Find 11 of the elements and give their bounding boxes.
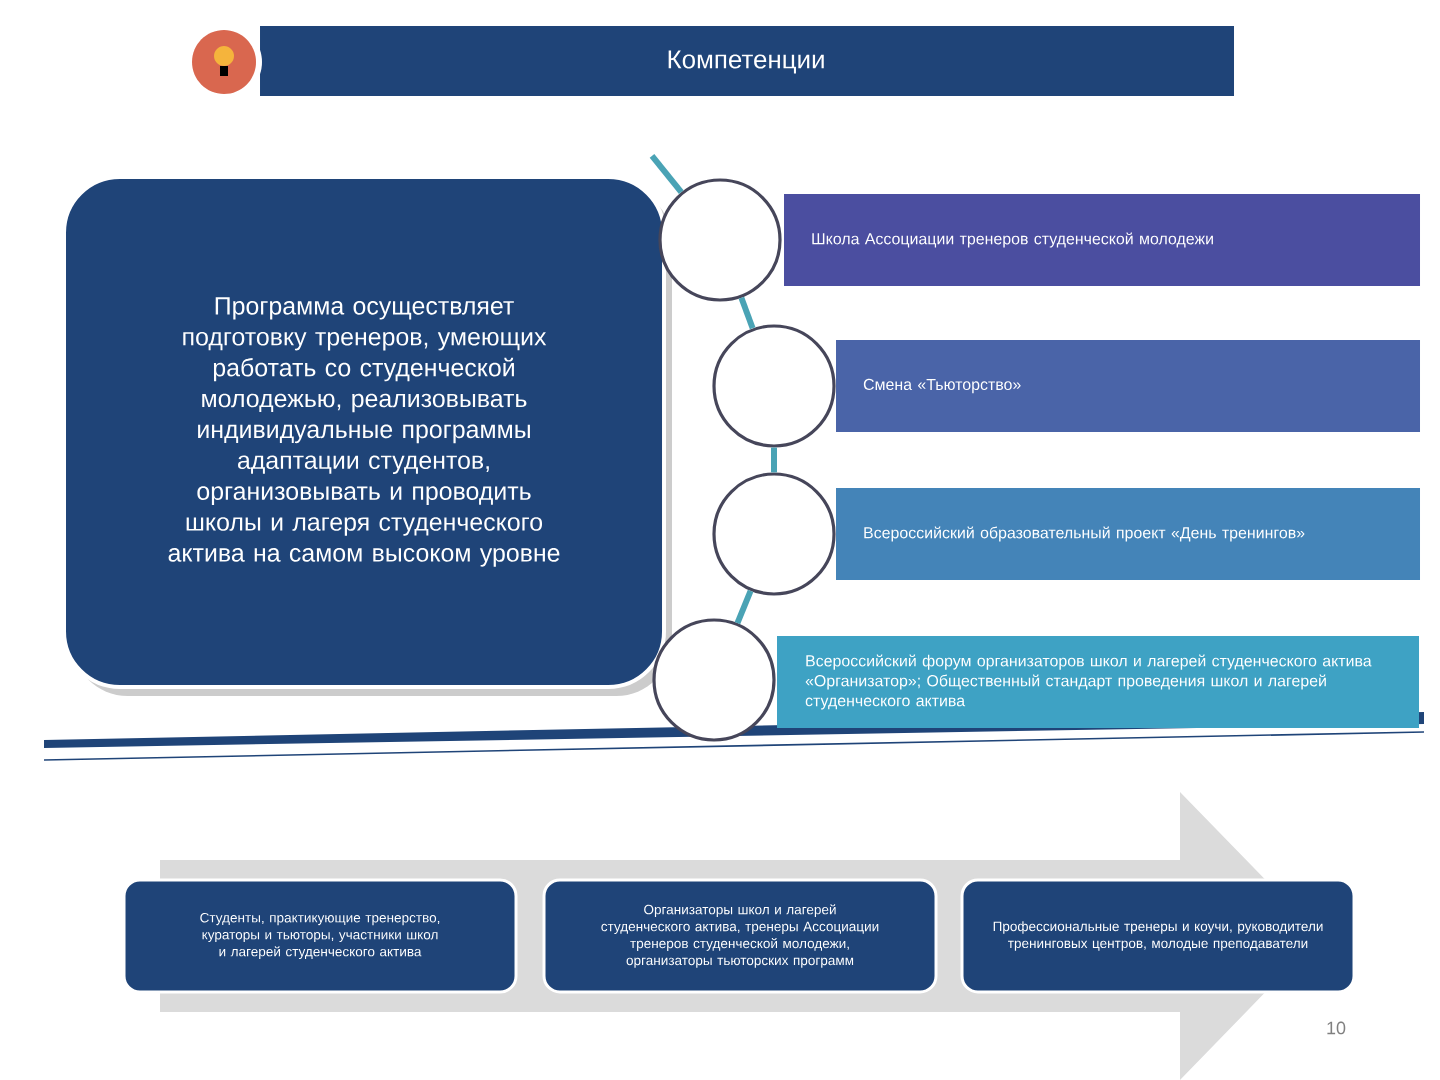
circle xyxy=(712,324,836,448)
connector-line xyxy=(734,589,754,625)
connector-line xyxy=(649,154,684,194)
circle xyxy=(652,618,776,742)
text-box: Программа осуществляет подготовку тренеров, умеющих работать со студенческой молодежью, реализовывать индивидуальные программы адаптации студентов, организовывать и проводить школы и лагеря студенческого актива на самом высоком уровне xyxy=(62,175,672,696)
connector-line xyxy=(738,296,756,330)
circle xyxy=(658,178,782,302)
connector-line xyxy=(771,447,777,473)
title-band: Компетенции xyxy=(260,26,1234,96)
page-number: 10 xyxy=(1327,1021,1346,1035)
circle xyxy=(712,472,836,596)
